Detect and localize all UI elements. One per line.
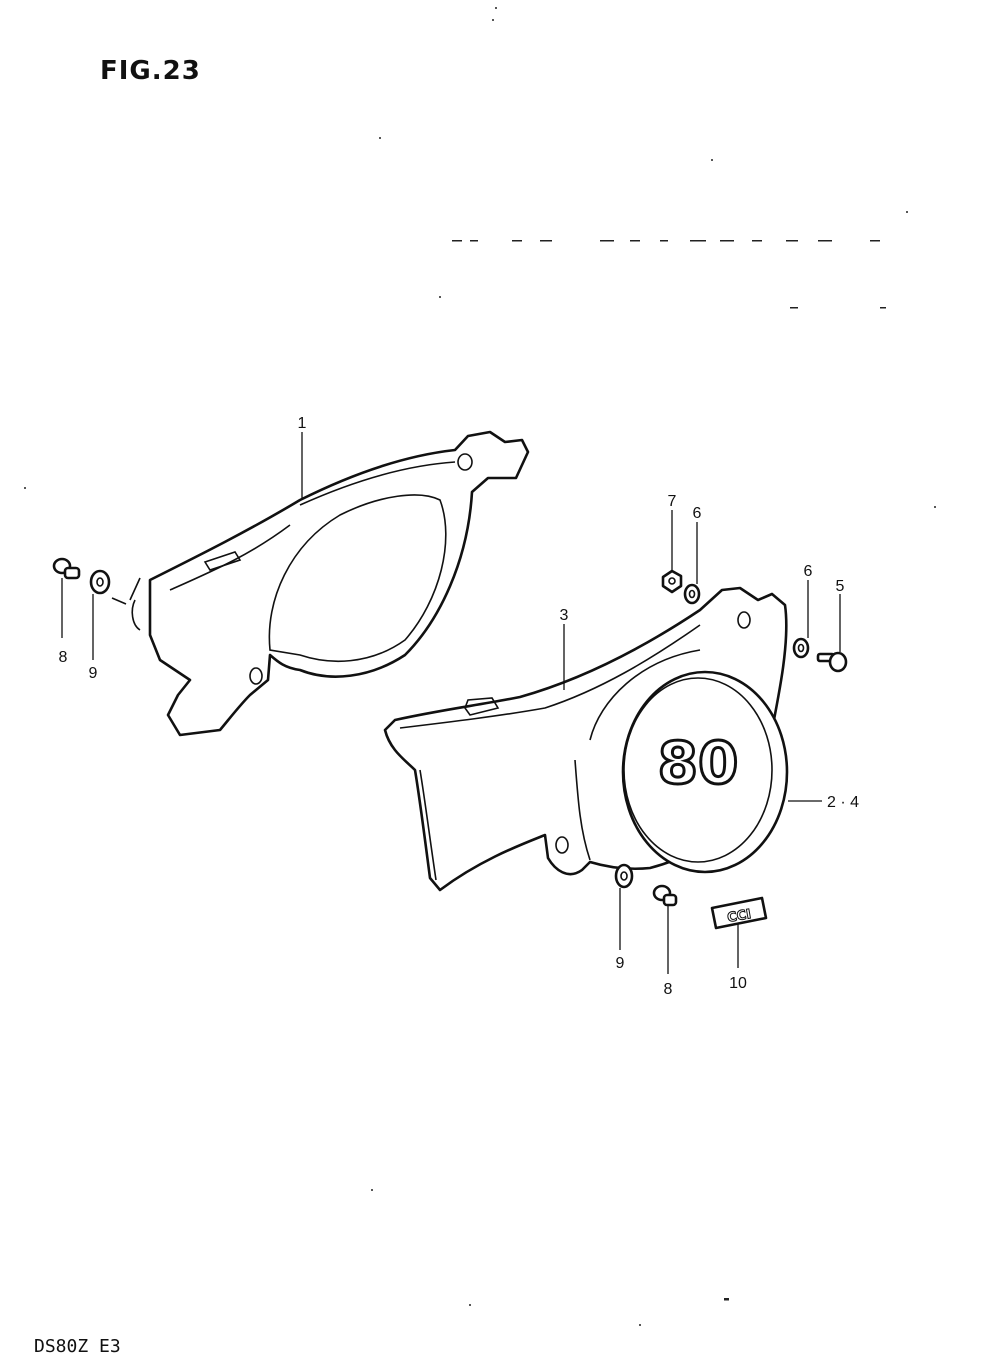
- callout-5: 5: [836, 578, 845, 595]
- side-cover: 80: [383, 586, 789, 892]
- washer-icon-right: [792, 637, 810, 659]
- callout-6-upper: 6: [693, 505, 702, 522]
- callout-2-4: 2 · 4: [827, 794, 859, 811]
- scan-noise: [24, 7, 936, 1326]
- left-dash-line: [111, 597, 127, 605]
- callout-9-left: 9: [89, 665, 98, 682]
- callout-9-right: 9: [616, 955, 625, 972]
- bolt-icon-right: [652, 884, 678, 907]
- model-code: DS80Z E3: [34, 1336, 121, 1357]
- callout-10: 10: [729, 975, 747, 992]
- washer-icon-upper: [683, 583, 701, 605]
- callout-3: 3: [560, 607, 569, 624]
- badge-emblem: CCI: [710, 896, 768, 930]
- leader-lines: [61, 432, 841, 974]
- washer-icon-lower: [614, 863, 634, 889]
- bolt-icon-left: [52, 557, 81, 580]
- cover-number-emblem: 80: [658, 729, 739, 797]
- callout-8-right: 8: [664, 981, 673, 998]
- callout-7: 7: [668, 493, 677, 510]
- nut-icon: [661, 569, 683, 594]
- screw-icon: [816, 651, 848, 673]
- callout-8-left: 8: [59, 649, 68, 666]
- badge-text: CCI: [726, 907, 752, 926]
- callouts: 1 8 9 3 7 6 6 5 2 · 4 9 8 10: [59, 415, 860, 998]
- callout-6-right: 6: [804, 563, 813, 580]
- callout-1: 1: [298, 415, 307, 432]
- figure-title: FIG.23: [100, 56, 201, 86]
- washer-icon-left: [89, 569, 111, 595]
- inner-frame-cover: [129, 430, 530, 737]
